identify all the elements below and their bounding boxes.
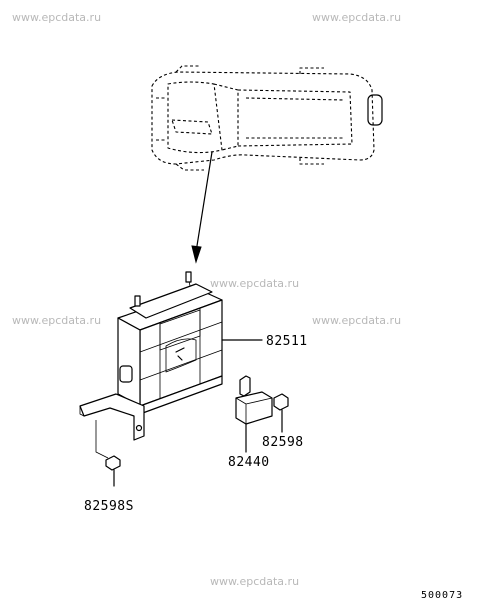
diagram-reference-code: 500073	[421, 590, 463, 601]
watermark: www.epcdata.ru	[312, 314, 401, 327]
ecu-unit	[79, 271, 223, 459]
watermark: www.epcdata.ru	[312, 11, 401, 24]
vehicle-illustration	[151, 65, 383, 171]
part-number-82598: 82598	[262, 435, 304, 450]
part-number-82511: 82511	[266, 334, 308, 349]
location-arrow	[191, 151, 213, 264]
part-number-82598s: 82598S	[84, 499, 134, 514]
bracket-bolt	[105, 455, 121, 487]
sensor-bolt	[273, 393, 289, 433]
sensor-unit	[235, 375, 273, 453]
watermark: www.epcdata.ru	[210, 277, 299, 290]
part-number-82440: 82440	[228, 455, 270, 470]
watermark: www.epcdata.ru	[12, 314, 101, 327]
watermark: www.epcdata.ru	[210, 575, 299, 588]
watermark: www.epcdata.ru	[12, 11, 101, 24]
